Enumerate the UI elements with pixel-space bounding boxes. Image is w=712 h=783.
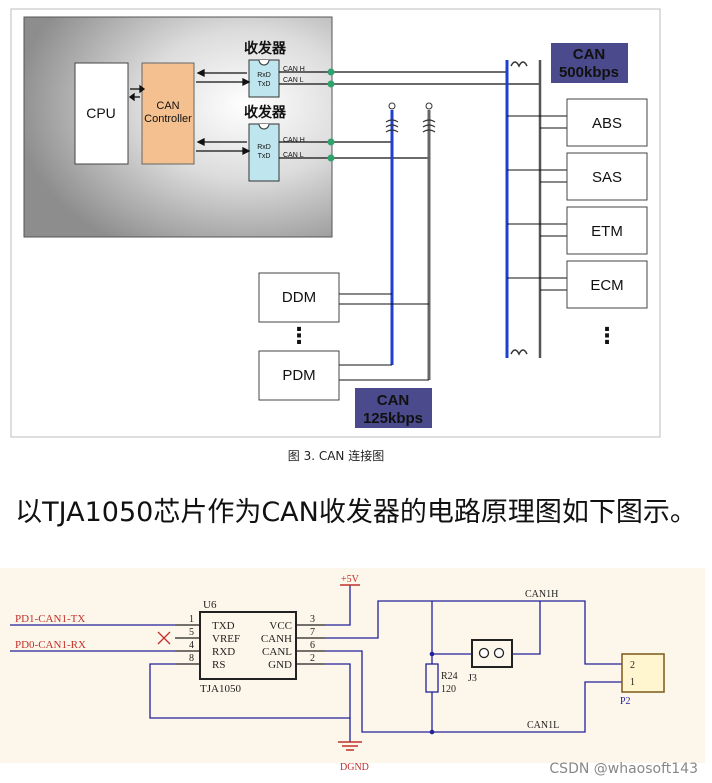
jumper-j3 [471, 639, 513, 668]
chip-ref: U6 [203, 599, 217, 611]
resistor-value: 120 [441, 684, 456, 695]
transceiver-2-rxd: RxD [257, 144, 271, 151]
high-speed-bus [279, 60, 542, 358]
pin-name-gnd: GND [268, 659, 292, 671]
transceiver-2 [248, 123, 280, 182]
pin-name-canh: CANH [261, 633, 292, 645]
can-controller-box [141, 62, 195, 165]
pin-name-rxd: RXD [212, 646, 235, 658]
ecu-sas [566, 152, 648, 201]
ecu-ellipsis-right: ⋮ [596, 323, 618, 348]
transceiver-2-txd: TxD [258, 153, 271, 160]
ecu-ellipsis-left: ⋮ [288, 323, 310, 348]
connector-ref: P2 [620, 696, 631, 707]
can-controller-label-1: CAN [156, 100, 179, 112]
watermark: CSDN @whaosoft143 [549, 761, 698, 777]
chip-left-pin-lines [175, 624, 200, 665]
connector-p2 [621, 653, 665, 693]
right-ecus [507, 98, 648, 309]
body-sentence: 以TJA1050芯片作为CAN收发器的电路原理图如下图示。 [15, 497, 697, 528]
chip-name: TJA1050 [200, 683, 241, 695]
transceiver-1 [248, 59, 280, 98]
jumper-pin-2 [493, 647, 505, 659]
pin-name-vcc: VCC [269, 620, 292, 632]
cpu-box [74, 62, 129, 165]
cpu-label: CPU [86, 105, 116, 121]
cpu-controller-arrows [128, 84, 146, 102]
coil-low-2 [422, 119, 436, 133]
pin-num-3: 3 [310, 614, 315, 625]
net-tx-label: PD1-CAN1-TX [15, 613, 85, 625]
connector-pin-1: 1 [630, 677, 635, 688]
bus-low-label-bg [355, 388, 432, 428]
ecu-sas-label: SAS [592, 169, 622, 186]
resistor-ref: R24 [441, 671, 458, 682]
power-label: +5V [341, 574, 360, 585]
ground-symbol [338, 741, 362, 751]
jumper-pin-1 [478, 647, 490, 659]
termination-coil-bottom [510, 349, 528, 356]
ecu-pdm [258, 350, 340, 401]
ecu-abs-label: ABS [592, 115, 622, 132]
ecu-ecm-label: ECM [590, 277, 623, 294]
termination-coil-top [510, 61, 528, 68]
pin-num-7: 7 [310, 627, 315, 638]
vref-no-connect [157, 631, 171, 645]
can-h-label-1: CAN H [283, 66, 305, 73]
bus-low-label-2: 125kbps [363, 410, 423, 427]
bus-high-label-1: CAN [573, 46, 606, 63]
chip-right-pin-lines [296, 624, 325, 665]
can-l-label-2: CAN L [283, 152, 304, 159]
pin-name-txd: TXD [212, 620, 235, 632]
connector-pin-2: 2 [630, 660, 635, 671]
transceiver-1-txd: TxD [258, 81, 271, 88]
pin-num-1: 1 [189, 614, 194, 625]
canl-net-label: CAN1L [527, 720, 559, 731]
transceiver-1-rxd: RxD [257, 72, 271, 79]
transceiver-1-notch [258, 59, 270, 66]
transceiver-1-arrows [196, 68, 251, 87]
pin-name-vref: VREF [212, 633, 240, 645]
pin-num-6: 6 [310, 640, 315, 651]
bus-high-label-bg [551, 43, 628, 83]
ecu-ddm [258, 272, 340, 323]
pin-num-2: 2 [310, 653, 315, 664]
pin-num-4: 4 [189, 640, 194, 651]
pin-num-8: 8 [189, 653, 194, 664]
transceiver-2-arrows [196, 137, 251, 156]
ecu-ddm-label: DDM [282, 289, 316, 306]
can-l-label-1: CAN L [283, 77, 304, 84]
ecu-pdm-label: PDM [282, 367, 315, 384]
transceiver-2-notch [258, 123, 270, 130]
figure-caption: 图 3. CAN 连接图 [287, 449, 385, 463]
coil-low-1 [385, 119, 399, 133]
pin-name-rs: RS [212, 659, 225, 671]
schematic-junctions [429, 651, 435, 735]
ground-label: DGND [340, 762, 369, 773]
bus-high-label-2: 500kbps [559, 64, 619, 81]
net-rx-label: PD0-CAN1-RX [15, 639, 86, 651]
pin-num-5: 5 [189, 627, 194, 638]
schematic-bg [0, 568, 705, 763]
ecu-etm [566, 206, 648, 255]
resistor-r24 [425, 663, 439, 693]
transceiver-label-2: 收发器 [244, 104, 287, 120]
transceiver-label-1: 收发器 [244, 40, 287, 56]
ecu-abs [566, 98, 648, 147]
low-speed-bus [258, 102, 436, 401]
ecu-ecm [566, 260, 648, 309]
ecu-etm-label: ETM [591, 223, 623, 240]
pin-name-canl: CANL [262, 646, 292, 658]
tja1050-chip [199, 611, 297, 680]
can-controller-label-2: Controller [144, 113, 192, 125]
bus-low-label-1: CAN [377, 392, 410, 409]
jumper-ref: J3 [468, 673, 477, 684]
canh-net-label: CAN1H [525, 589, 558, 600]
schematic-wires [10, 585, 622, 742]
can-h-label-2: CAN H [283, 137, 305, 144]
